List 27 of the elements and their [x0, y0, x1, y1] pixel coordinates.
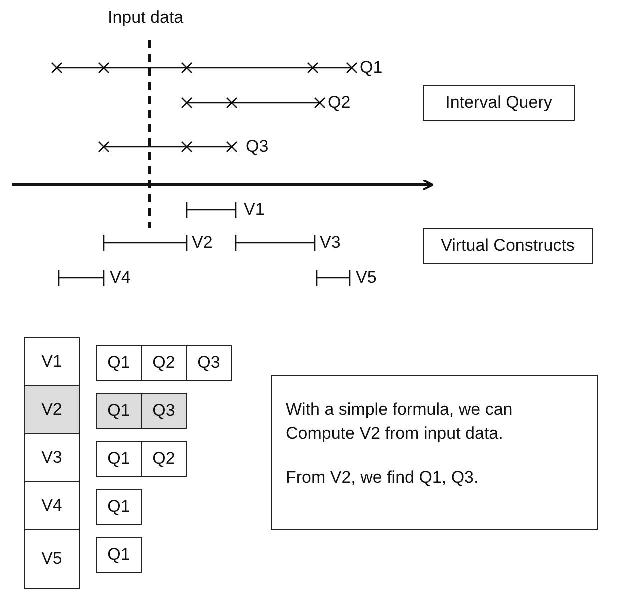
table-cell: V4	[24, 481, 80, 530]
query-cell: Q3	[186, 345, 232, 381]
note-text: With a simple formula, we can Compute V2 from input data.	[286, 399, 514, 445]
interval-label: Q3	[246, 137, 269, 157]
note-text: From V2, we find Q1, Q3.	[286, 467, 480, 489]
table-cell: V5	[24, 529, 80, 589]
query-cell: Q1	[96, 393, 142, 429]
query-cell: Q2	[141, 441, 187, 477]
interval-label: V2	[192, 233, 213, 253]
axis-label: Input data	[108, 8, 184, 28]
table-cell: V2	[24, 385, 80, 434]
query-cell: Q1	[96, 489, 142, 525]
interval-label: V1	[244, 200, 265, 220]
interval-label: V5	[356, 268, 377, 288]
label-box: Virtual Constructs	[423, 228, 593, 264]
query-cell: Q1	[96, 441, 142, 477]
query-cell: Q2	[141, 345, 187, 381]
interval-label: Q2	[328, 93, 351, 113]
label-box: Interval Query	[423, 85, 575, 121]
interval-label: V3	[320, 233, 341, 253]
query-cell: Q3	[141, 393, 187, 429]
query-cell: Q1	[96, 345, 142, 381]
interval-label: V4	[110, 268, 131, 288]
query-cell: Q1	[96, 537, 142, 573]
note-box	[271, 375, 598, 530]
table-cell: V3	[24, 433, 80, 482]
interval-label: Q1	[360, 58, 383, 78]
